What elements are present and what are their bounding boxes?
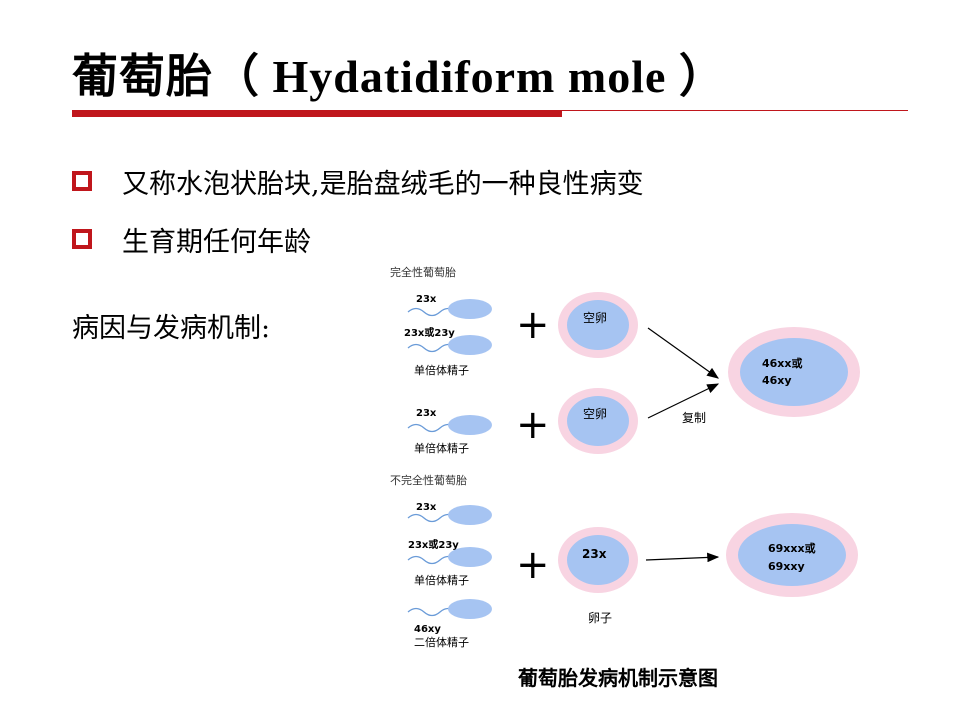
square-bullet-icon bbox=[72, 229, 92, 249]
arrow-line bbox=[645, 552, 720, 563]
plus-sign: + bbox=[516, 302, 550, 348]
haploid-sperm-label: 单倍体精子 bbox=[414, 441, 469, 455]
cause-label: 病因与发病机制: bbox=[72, 313, 271, 344]
sperm-label-23x: 23x bbox=[416, 408, 437, 419]
bullet-item-1: 又称水泡状胎块,是胎盘绒毛的一种良性病变 bbox=[72, 162, 644, 201]
sperm-label-23x: 23x bbox=[416, 502, 437, 513]
egg-nucleus bbox=[567, 535, 629, 585]
egg-label: 卵子 bbox=[588, 611, 612, 625]
bullet-text-2: 生育期任何年龄 bbox=[122, 227, 311, 258]
haploid-sperm-label: 单倍体精子 bbox=[414, 363, 469, 377]
pathogenesis-diagram: 完全性葡萄胎 23x 23x或23y 单倍体精子 + 空卵 23x 单倍体精子 … bbox=[390, 265, 860, 649]
egg-chromosome-label: 23x bbox=[582, 547, 607, 561]
zygote-nucleus bbox=[740, 338, 848, 406]
sperm-label-23x: 23x bbox=[416, 294, 437, 305]
partial-result-line-2: 69xxy bbox=[768, 560, 805, 573]
zygote-nucleus bbox=[738, 524, 846, 586]
sperm-tail bbox=[407, 423, 457, 433]
arrow-line bbox=[647, 327, 719, 379]
bullet-item-2: 生育期任何年龄 bbox=[72, 220, 311, 259]
plus-sign: + bbox=[516, 402, 550, 448]
title-divider-thick bbox=[72, 111, 562, 117]
sperm-label-46xy: 46xy bbox=[414, 624, 441, 635]
sperm-head bbox=[448, 415, 492, 435]
sperm-tail bbox=[407, 343, 457, 353]
egg-nucleus bbox=[567, 396, 629, 446]
sperm-label-23x-or-23y: 23x或23y bbox=[404, 326, 455, 339]
sperm-head bbox=[448, 299, 492, 319]
complete-result-line-2: 46xy bbox=[762, 374, 792, 387]
complete-mole-title: 完全性葡萄胎 bbox=[390, 265, 456, 279]
partial-result-line-1: 69xxx或 bbox=[768, 541, 816, 555]
bullet-text-1: 又称水泡状胎块,是胎盘绒毛的一种良性病变 bbox=[122, 169, 644, 200]
sperm-head bbox=[448, 599, 492, 619]
egg-nucleus bbox=[567, 300, 629, 350]
sperm-head bbox=[448, 547, 492, 567]
sperm-label-23x-or-23y: 23x或23y bbox=[408, 538, 459, 551]
empty-egg-label: 空卵 bbox=[583, 311, 607, 325]
square-bullet-icon bbox=[72, 171, 92, 191]
duplicate-label: 复制 bbox=[682, 411, 706, 425]
haploid-sperm-label: 单倍体精子 bbox=[414, 573, 469, 587]
diploid-sperm-label: 二倍体精子 bbox=[414, 635, 469, 649]
slide-title: 葡萄胎（ Hydatidiform mole ） bbox=[72, 51, 726, 102]
sperm-tail bbox=[407, 607, 457, 617]
sperm-tail bbox=[407, 513, 457, 523]
sperm-tail bbox=[407, 307, 457, 317]
complete-result-line-1: 46xx或 bbox=[762, 356, 803, 370]
diagram-caption: 葡萄胎发病机制示意图 bbox=[518, 666, 718, 690]
plus-sign: + bbox=[516, 542, 550, 588]
title-divider-thin bbox=[72, 110, 908, 111]
arrow-line bbox=[647, 383, 720, 419]
sperm-head bbox=[448, 505, 492, 525]
empty-egg-label: 空卵 bbox=[583, 407, 607, 421]
sperm-tail bbox=[407, 555, 457, 565]
incomplete-mole-title: 不完全性葡萄胎 bbox=[390, 473, 467, 487]
sperm-head bbox=[448, 335, 492, 355]
